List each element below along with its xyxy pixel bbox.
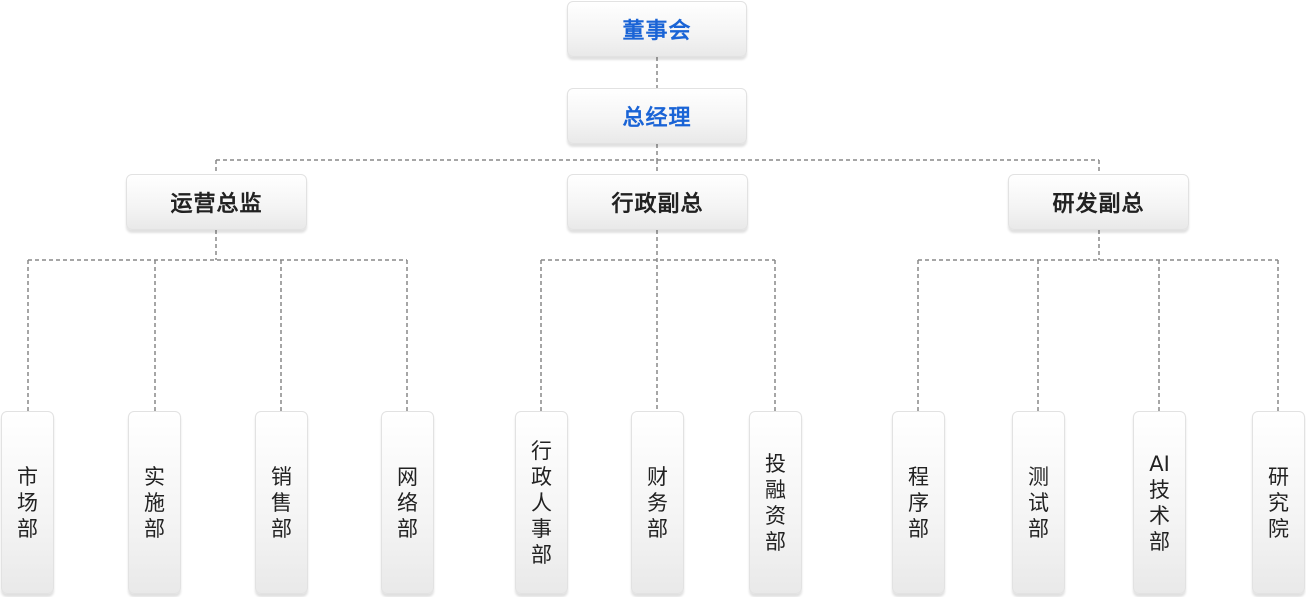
dept-node: 行政人事部 (515, 411, 568, 594)
node-operations-director: 运营总监 (126, 174, 307, 230)
dept-node: 市场部 (1, 411, 54, 594)
dept-node: 销售部 (255, 411, 308, 594)
dept-node: 程序部 (892, 411, 945, 594)
dept-label: 研究院 (1268, 464, 1289, 541)
node-rnd-vp: 研发副总 (1008, 174, 1189, 230)
dept-node: 测试部 (1012, 411, 1065, 594)
node-operations-director-label: 运营总监 (170, 192, 263, 217)
dept-node: 投融资部 (749, 411, 802, 594)
dept-node: 研究院 (1252, 411, 1305, 594)
node-general-manager-label: 总经理 (622, 106, 692, 131)
dept-label: 投融资部 (765, 451, 786, 554)
dept-node: AI技术部 (1133, 411, 1186, 594)
node-admin-vp: 行政副总 (567, 174, 748, 230)
dept-label: 实施部 (144, 464, 165, 541)
dept-label: 行政人事部 (531, 438, 552, 567)
dept-label: 财务部 (647, 464, 668, 541)
dept-label: 测试部 (1028, 464, 1049, 541)
node-rnd-vp-label: 研发副总 (1052, 192, 1145, 217)
dept-label: AI技术部 (1149, 451, 1170, 554)
dept-label: 销售部 (271, 464, 292, 541)
dept-node: 财务部 (631, 411, 684, 594)
node-board-label: 董事会 (622, 19, 692, 44)
node-board: 董事会 (567, 1, 747, 57)
dept-node: 网络部 (381, 411, 434, 594)
dept-node: 实施部 (128, 411, 181, 594)
dept-label: 网络部 (397, 464, 418, 541)
dept-label: 程序部 (908, 464, 929, 541)
dept-label: 市场部 (17, 464, 38, 541)
node-general-manager: 总经理 (567, 88, 747, 144)
node-admin-vp-label: 行政副总 (611, 192, 704, 217)
